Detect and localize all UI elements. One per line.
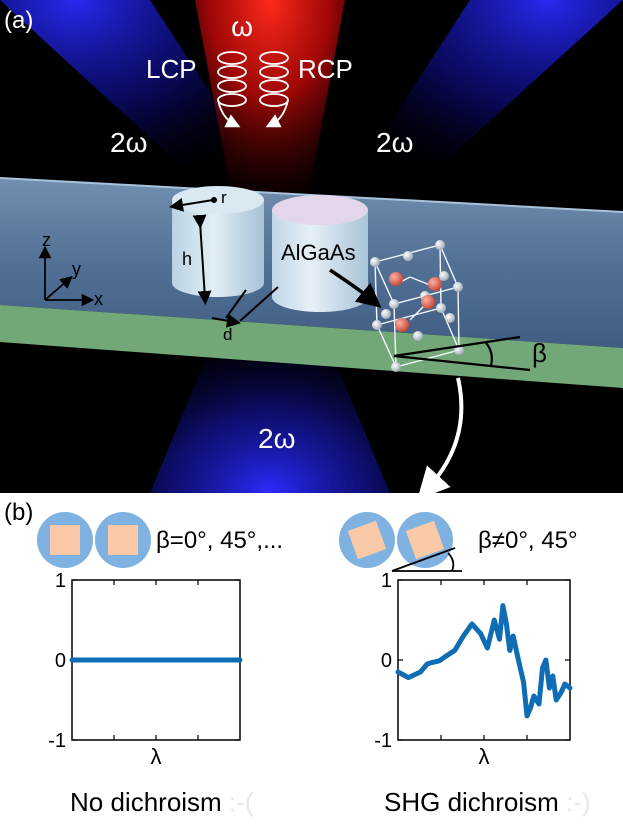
aligned-dimer-icon xyxy=(37,512,151,568)
axis-z-label: z xyxy=(42,230,51,250)
substrate-edge xyxy=(0,305,623,388)
lcp-label: LCP xyxy=(146,54,197,84)
y-tick-label: 1 xyxy=(381,570,392,592)
left-caption: No dichroism :-( xyxy=(70,787,254,817)
gap-line-a xyxy=(225,289,247,319)
y-tick-label: 1 xyxy=(55,570,66,592)
left-caption-faded: :-( xyxy=(222,787,254,817)
height-label: h xyxy=(182,249,192,269)
y-tick-label: 0 xyxy=(55,650,66,672)
right-caption-faded: :-) xyxy=(559,787,591,817)
data-series-line xyxy=(395,603,573,719)
shg-beam-right xyxy=(320,0,623,230)
rcp-helix xyxy=(259,51,289,128)
x-axis-label: λ xyxy=(151,744,162,769)
lattice-red-atoms xyxy=(389,272,442,332)
pillar-center-dot xyxy=(211,197,217,203)
rcp-label: RCP xyxy=(298,54,353,84)
shg-beam-left xyxy=(0,0,300,230)
y-tick-label: -1 xyxy=(374,730,392,752)
substrate-far-edge xyxy=(0,177,623,213)
dichroism-panel: (b) β=0°, 45°,... β≠0°, 45° 10-1λ 10-1λ … xyxy=(4,499,591,817)
nanopillar-left xyxy=(172,186,264,297)
right-caption: SHG dichroism :-) xyxy=(384,787,591,817)
right-condition-label: β≠0°, 45° xyxy=(478,527,578,554)
metasurface-scene: (a) ω LCP RCP 2ω 2ω 2ω r h d AlGaAs z y … xyxy=(0,0,623,493)
material-arrow xyxy=(329,268,382,308)
left-condition-label: β=0°, 45°,... xyxy=(156,527,283,554)
coordinate-axes xyxy=(38,245,95,307)
chart-shg-dichroism: 1 0 -1 λ xyxy=(374,570,573,769)
material-label: AlGaAs xyxy=(281,240,356,265)
axis-x-label: x xyxy=(94,289,103,309)
angle-label: β xyxy=(532,338,547,368)
rotation-angle-marker xyxy=(393,335,531,372)
shg-right-label: 2ω xyxy=(376,127,413,158)
nanopillar-right xyxy=(272,195,368,312)
omega-label: ω xyxy=(231,11,253,42)
rotated-dimer-icon xyxy=(339,512,462,572)
axis-y-label: y xyxy=(72,259,81,279)
panel-a-label: (a) xyxy=(4,7,33,34)
y-tick-label: -1 xyxy=(48,730,66,752)
panel-b-label: (b) xyxy=(4,499,33,526)
zoom-arrow xyxy=(417,377,464,493)
height-marker xyxy=(192,214,212,305)
left-caption-main: No dichroism xyxy=(70,787,222,817)
gap-line-b xyxy=(239,286,279,322)
right-caption-main: SHG dichroism xyxy=(384,787,559,817)
lattice-gray-atoms xyxy=(370,240,464,372)
radius-label: r xyxy=(221,188,227,207)
lcp-helix xyxy=(217,51,247,128)
x-axis-label: λ xyxy=(479,744,490,769)
chart-no-dichroism: 1 0 -1 λ xyxy=(48,570,243,769)
gap-label: d xyxy=(223,325,232,344)
shg-left-label: 2ω xyxy=(110,127,147,158)
y-tick-label: 0 xyxy=(381,650,392,672)
gap-arrow xyxy=(211,313,241,328)
shg-bottom-label: 2ω xyxy=(258,423,295,454)
radius-marker xyxy=(169,197,214,212)
